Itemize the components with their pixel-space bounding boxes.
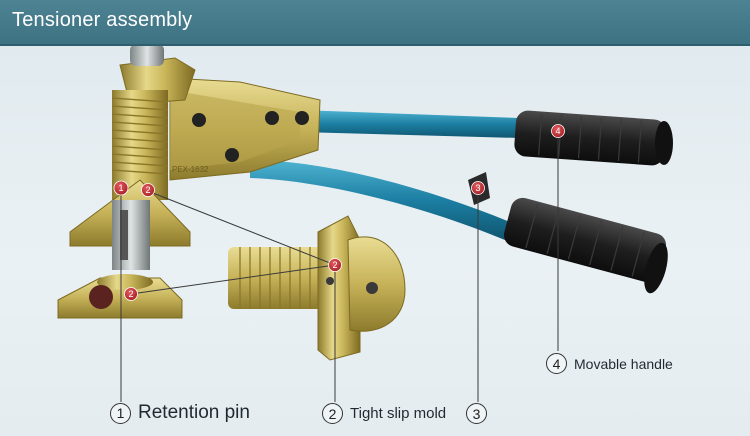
leader-lines: [120, 132, 559, 402]
number-circle: 4: [546, 353, 567, 374]
label-text: Tight slip mold: [350, 405, 447, 422]
marker-2b: 2: [124, 287, 138, 301]
header-bar: Tensioner assembly: [0, 0, 750, 46]
tool-engraving: PEX-1632: [172, 165, 209, 174]
svg-text:1: 1: [118, 183, 123, 193]
marker-3: 3: [471, 181, 485, 195]
lower-mold: [57, 274, 183, 319]
detached-mold: [228, 215, 406, 361]
threaded-body: [69, 90, 191, 270]
label-text: Retention pin: [138, 402, 250, 423]
svg-text:3: 3: [475, 183, 480, 193]
svg-text:2: 2: [145, 185, 150, 195]
page-title: Tensioner assembly: [12, 9, 193, 31]
label-tight-slip-mold: 2 Tight slip mold: [322, 403, 446, 424]
label-movable-handle: 4 Movable handle: [546, 353, 673, 374]
svg-text:2: 2: [128, 289, 133, 299]
label-retention-pin: 1 Retention pin: [110, 402, 250, 424]
label-text: Movable handle: [574, 355, 673, 372]
tensioner-photo: PEX-1632: [57, 46, 673, 402]
number-circle: 2: [322, 403, 343, 424]
marker-4: 4: [551, 124, 565, 138]
svg-text:2: 2: [332, 260, 337, 270]
marker-2c: 2: [328, 258, 342, 272]
svg-text:4: 4: [555, 126, 560, 136]
marker-1: 1: [113, 180, 129, 196]
number-circle: 1: [110, 402, 131, 424]
marker-2a: 2: [141, 183, 155, 197]
upper-handle: [300, 110, 673, 166]
label-part-3: 3: [466, 403, 494, 424]
movable-handle: [250, 160, 668, 294]
number-circle: 3: [466, 403, 487, 424]
